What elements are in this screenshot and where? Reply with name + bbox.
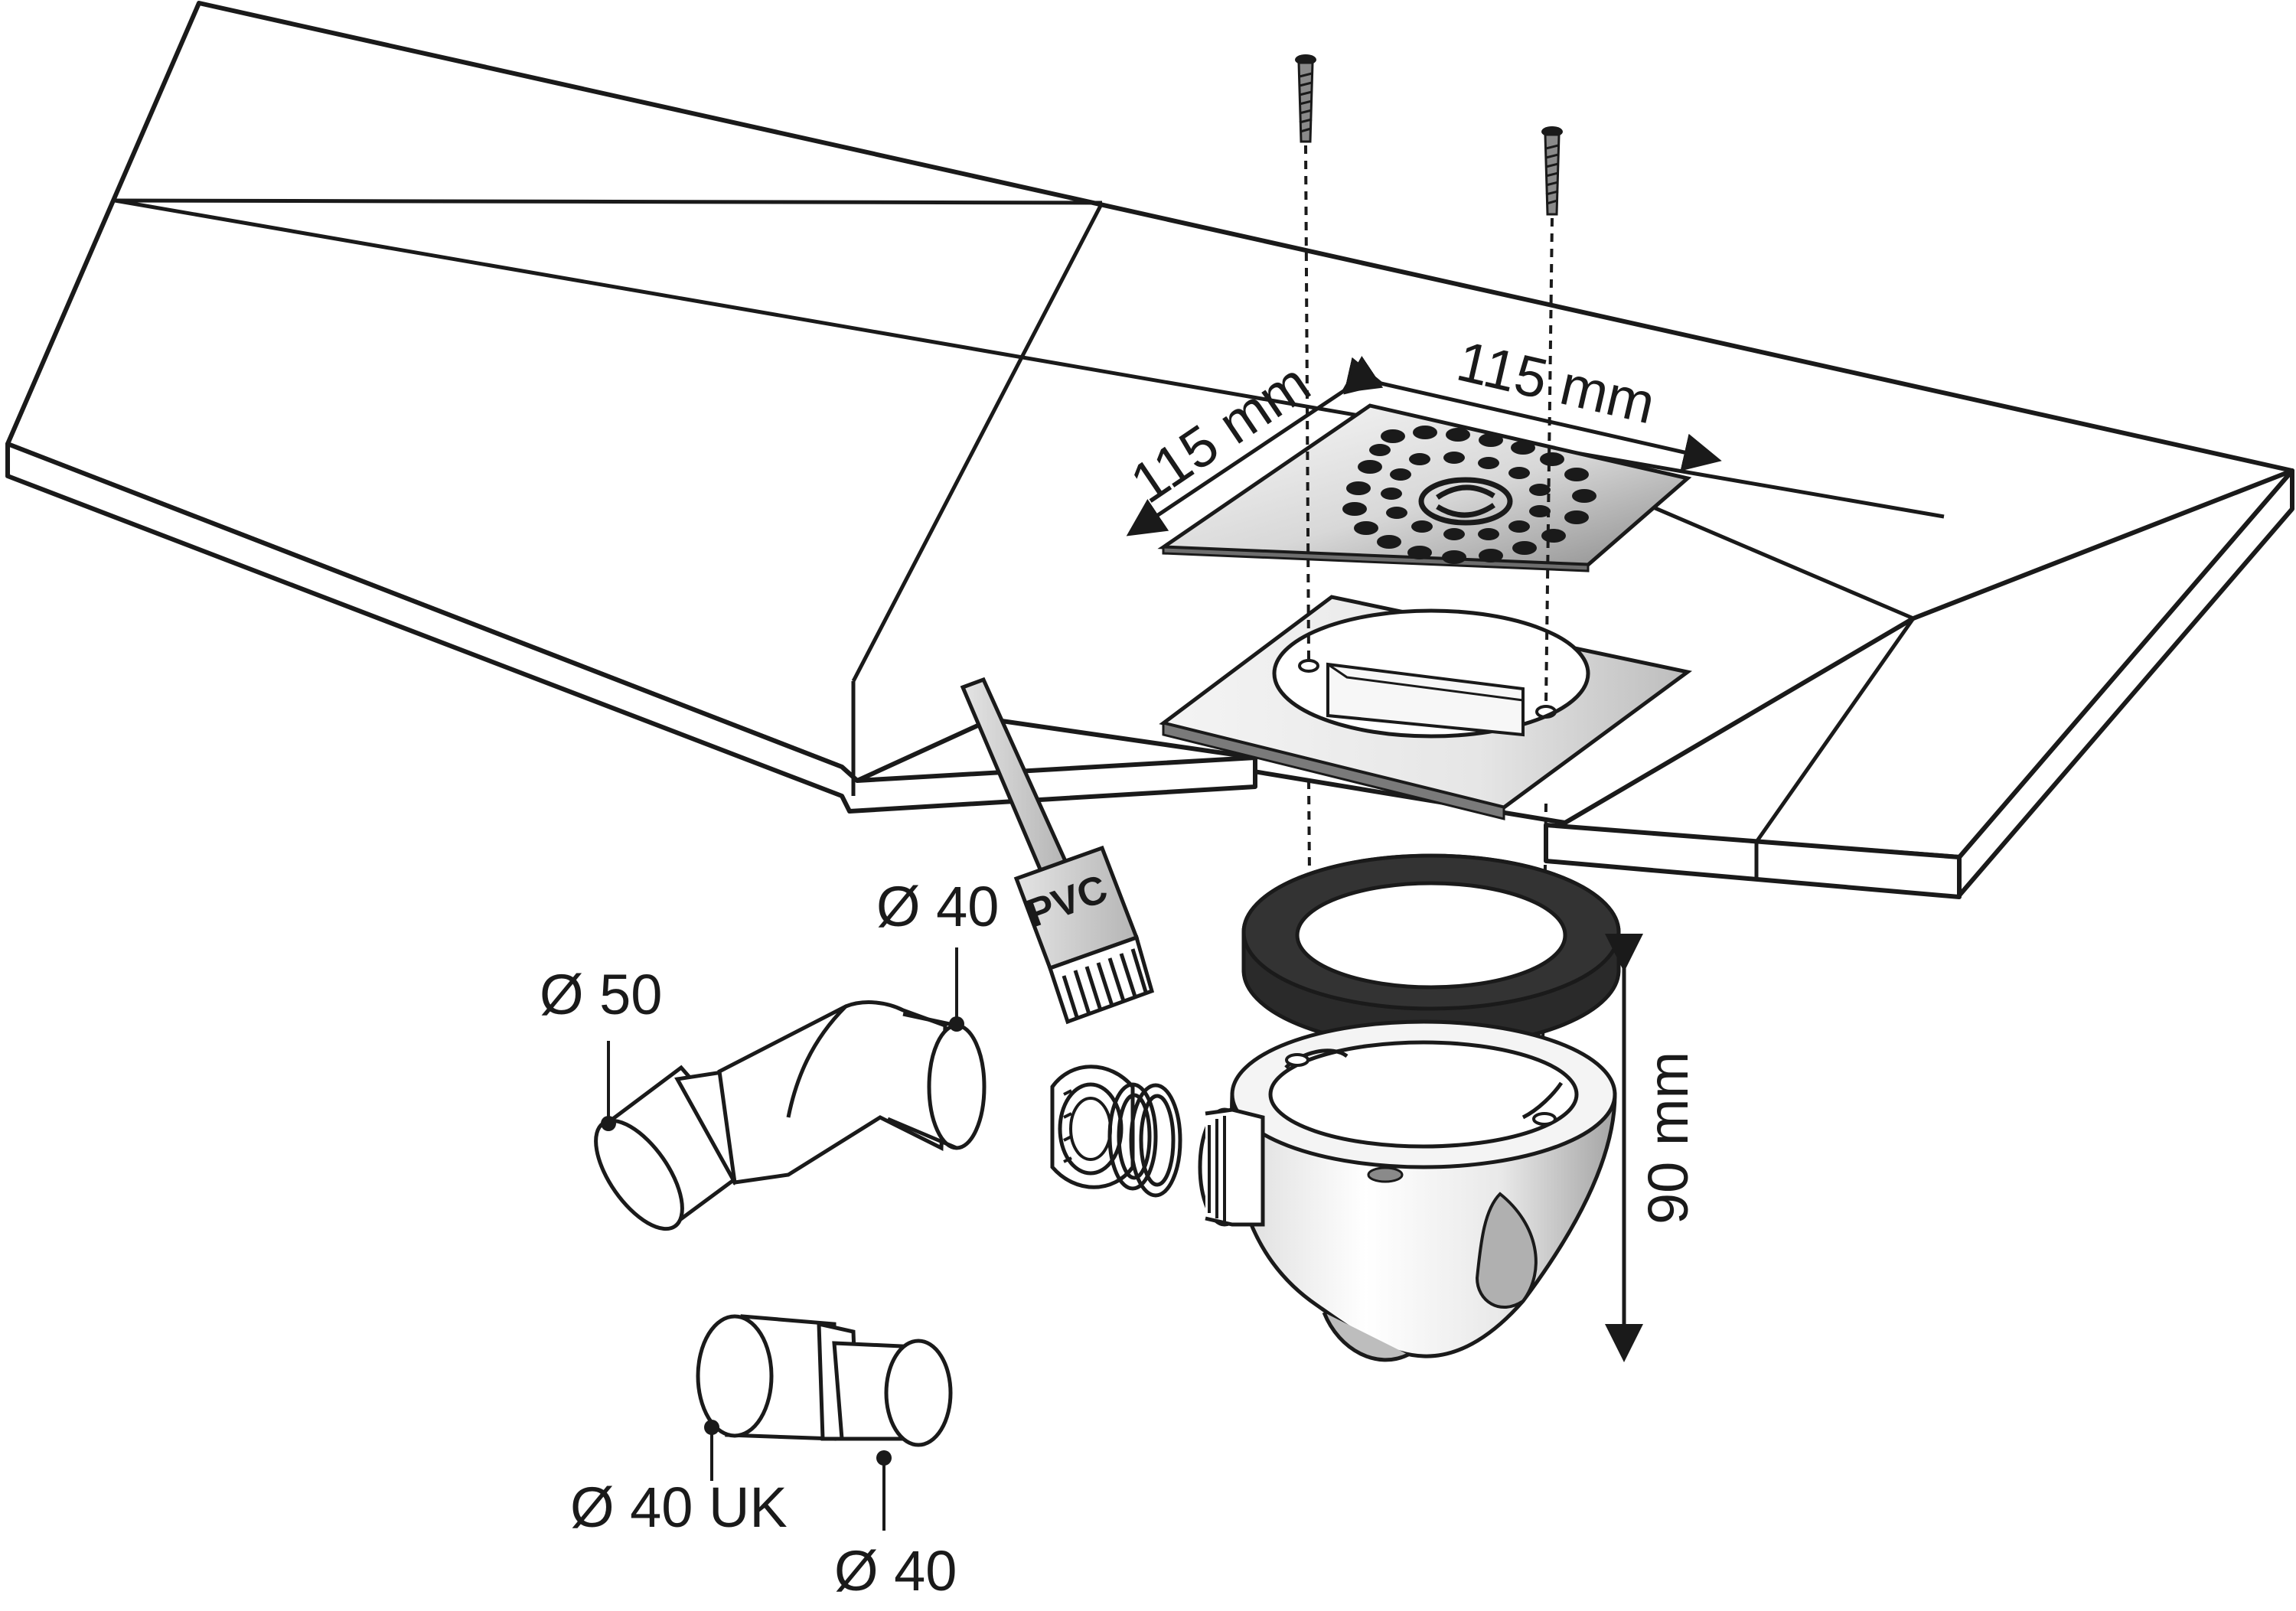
seal-ring-2 [1129,1083,1182,1198]
straight-pipe-adapter [696,1314,953,1447]
pvc-glue-brush: PVC [960,677,1155,1025]
leader-dots [601,1016,964,1466]
seal-ring-1 [1107,1082,1158,1191]
adapter-outlet-label: Ø 40 [834,1539,957,1603]
screw-left [1295,54,1316,143]
elbow-inlet-label: Ø 40 [876,875,999,938]
elbow-pipe-adapter [594,1000,987,1231]
rubber-gasket [1241,853,1621,1049]
dimension-arrows [1126,355,1722,1362]
leader-lines [607,947,958,1531]
elbow-outlet-label: Ø 50 [540,963,662,1026]
drain-trap-body [1198,1019,1617,1362]
dim-90-label: 90 mm [1636,1052,1700,1225]
adapter-uk-label: Ø 40 UK [570,1476,788,1539]
screw-right [1541,126,1563,216]
mounting-frame [1159,595,1692,820]
grate-center-logo [1418,477,1513,526]
